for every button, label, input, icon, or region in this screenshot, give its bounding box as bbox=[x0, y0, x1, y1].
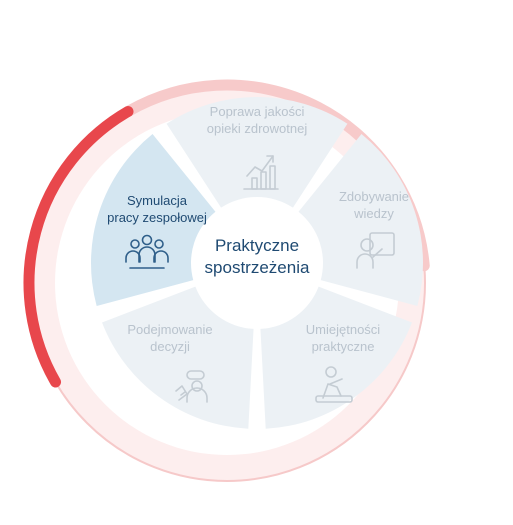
segment-label-line: Poprawa jakości bbox=[209, 104, 305, 119]
segment-label-quality: Poprawa jakości opieki zdrowotnej bbox=[192, 103, 322, 137]
segment-decisions[interactable] bbox=[102, 286, 254, 429]
segment-teamwork[interactable] bbox=[91, 133, 216, 306]
team-group-icon bbox=[125, 234, 169, 269]
segment-label-line: Symulacja bbox=[127, 193, 187, 208]
segment-label-line: decyzji bbox=[150, 339, 190, 354]
segment-practical-skills[interactable] bbox=[260, 286, 412, 429]
center-title-line: Praktyczne bbox=[214, 236, 300, 255]
bar-chart-growth-icon bbox=[243, 155, 279, 190]
segment-label-line: pracy zespołowej bbox=[107, 210, 207, 225]
segment-label-practical-skills: Umiejętności praktyczne bbox=[278, 321, 408, 355]
segment-label-teamwork: Symulacja pracy zespołowej bbox=[92, 192, 222, 226]
center-title: Praktyczne spostrzeżenia bbox=[196, 235, 318, 279]
hands-on-practice-icon bbox=[315, 366, 353, 403]
center-title-line: spostrzeżenia bbox=[204, 258, 310, 277]
segment-label-line: wiedzy bbox=[354, 206, 394, 221]
decision-making-icon bbox=[175, 370, 208, 403]
segment-label-line: praktyczne bbox=[311, 339, 375, 354]
progress-arc-active bbox=[23, 106, 134, 388]
segment-label-line: Zdobywanie bbox=[338, 189, 410, 204]
segment-quality[interactable] bbox=[166, 97, 348, 208]
center-hub bbox=[195, 201, 319, 325]
segment-label-decisions: Podejmowanie decyzji bbox=[105, 321, 235, 355]
segment-label-line: Umiejętności bbox=[305, 322, 381, 337]
presenter-board-icon bbox=[356, 232, 395, 269]
segment-label-line: opieki zdrowotnej bbox=[206, 121, 308, 136]
segment-label-knowledge: Zdobywanie wiedzy bbox=[309, 188, 439, 222]
segment-knowledge[interactable] bbox=[298, 133, 423, 306]
segment-label-line: Podejmowanie bbox=[127, 322, 213, 337]
